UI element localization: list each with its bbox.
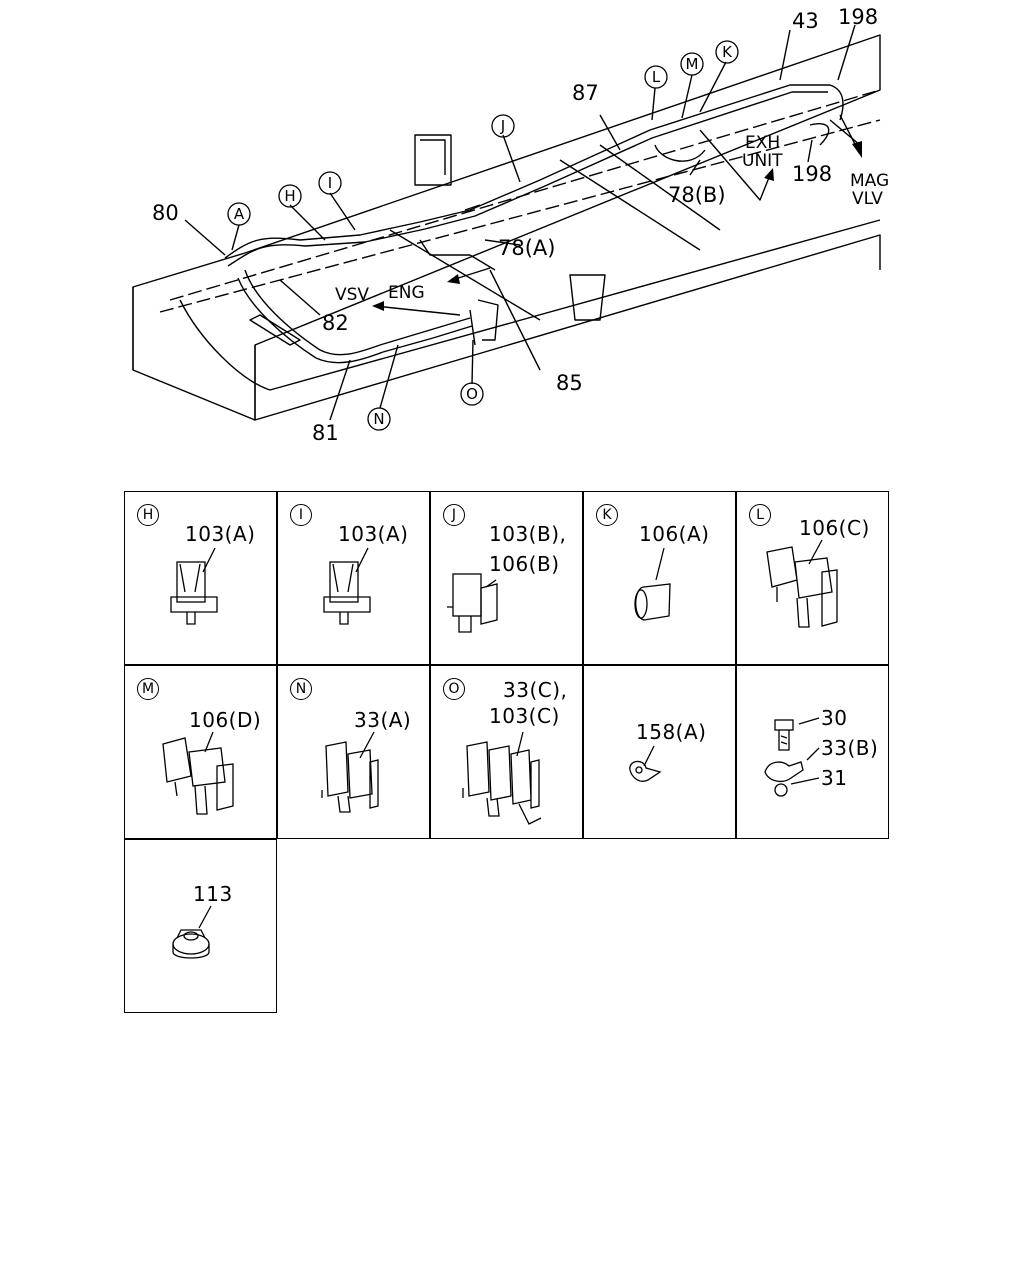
detail-cell-i: I 103(A) xyxy=(277,491,430,665)
part-label: 103(A) xyxy=(185,522,256,546)
detail-cell-l: L 106(C) xyxy=(736,491,889,665)
label-vsv: VSV xyxy=(335,285,369,305)
part-label: 103(B), xyxy=(489,522,567,546)
label-exh: EXH xyxy=(745,133,780,153)
callout-198-top: 198 xyxy=(838,5,878,29)
detail-cell-158a: 158(A) xyxy=(583,665,736,839)
clip-icon xyxy=(766,539,838,628)
part-label: 103(C) xyxy=(489,704,560,728)
brake-pipe xyxy=(224,84,830,259)
callout-87: 87 xyxy=(572,81,599,105)
marker-m: M xyxy=(686,55,699,73)
clip-icon xyxy=(634,547,671,621)
part-label: 158(A) xyxy=(636,720,707,744)
pipe-routing-diagram: 80 82 81 85 87 43 198 198 78(A) 78(B) VS… xyxy=(132,5,889,445)
cross-member xyxy=(389,144,721,321)
nut-icon xyxy=(172,905,212,959)
part-label: 33(B) xyxy=(821,736,879,760)
part-label: 106(D) xyxy=(189,708,262,732)
detail-letter-k: K xyxy=(596,504,618,526)
callout-78b: 78(B) xyxy=(668,183,726,207)
callout-80: 80 xyxy=(152,201,179,225)
clamp-icon xyxy=(629,745,662,782)
callout-78a: 78(A) xyxy=(498,236,555,260)
marker-i: I xyxy=(328,174,332,192)
part-label: 33(C), xyxy=(503,678,568,702)
part-label: 103(A) xyxy=(338,522,409,546)
clip-icon xyxy=(323,547,371,625)
part-label: 31 xyxy=(821,766,848,790)
label-unit: UNIT xyxy=(742,151,783,171)
marker-j: J xyxy=(500,117,505,135)
clip-icon xyxy=(447,573,498,633)
clip-icon xyxy=(170,547,218,625)
detail-cell-113: 113 xyxy=(124,839,277,1013)
detail-cell-m: M 106(D) xyxy=(124,665,277,839)
part-label: 106(C) xyxy=(799,516,870,540)
detail-letter-i: I xyxy=(290,504,312,526)
detail-cell-bolt-set: 30 33(B) 31 xyxy=(736,665,889,839)
clip-icon xyxy=(162,731,234,815)
detail-cell-j: J 103(B), 106(B) xyxy=(430,491,583,665)
callout-43: 43 xyxy=(792,9,819,33)
callout-81: 81 xyxy=(312,421,339,445)
part-label: 113 xyxy=(193,882,233,906)
part-label: 30 xyxy=(821,706,848,730)
detail-letter-o: O xyxy=(443,678,465,700)
detail-letter-l: L xyxy=(749,504,771,526)
clip-icon xyxy=(321,731,379,813)
marker-o: O xyxy=(466,385,478,403)
detail-cell-n: N 33(A) xyxy=(277,665,430,839)
detail-cell-k: K 106(A) xyxy=(583,491,736,665)
detail-letter-j: J xyxy=(443,504,465,526)
detail-letter-m: M xyxy=(137,678,159,700)
detail-letter-n: N xyxy=(290,678,312,700)
marker-a: A xyxy=(234,205,245,223)
marker-k: K xyxy=(722,43,733,61)
callout-85: 85 xyxy=(556,371,583,395)
label-eng: ENG xyxy=(388,283,425,303)
callout-198-lower: 198 xyxy=(792,162,832,186)
marker-h: H xyxy=(284,187,295,205)
detail-grid: H 103(A) I 103(A) J 103(B), 106(B) K 106… xyxy=(124,491,891,1013)
label-mag: MAG xyxy=(850,171,889,191)
part-label: 33(A) xyxy=(354,708,412,732)
detail-cell-h: H 103(A) xyxy=(124,491,277,665)
frame-rail xyxy=(132,34,881,421)
marker-l: L xyxy=(652,68,661,86)
marker-n: N xyxy=(373,410,384,428)
detail-cell-o: O 33(C), 103(C) xyxy=(430,665,583,839)
part-label: 106(B) xyxy=(489,552,560,576)
detail-letter-h: H xyxy=(137,504,159,526)
clip-icon xyxy=(462,731,542,825)
label-vlv: VLV xyxy=(852,189,883,209)
callout-82: 82 xyxy=(322,311,349,335)
bolt-clamp-nut-icon xyxy=(764,717,820,797)
part-label: 106(A) xyxy=(639,522,710,546)
